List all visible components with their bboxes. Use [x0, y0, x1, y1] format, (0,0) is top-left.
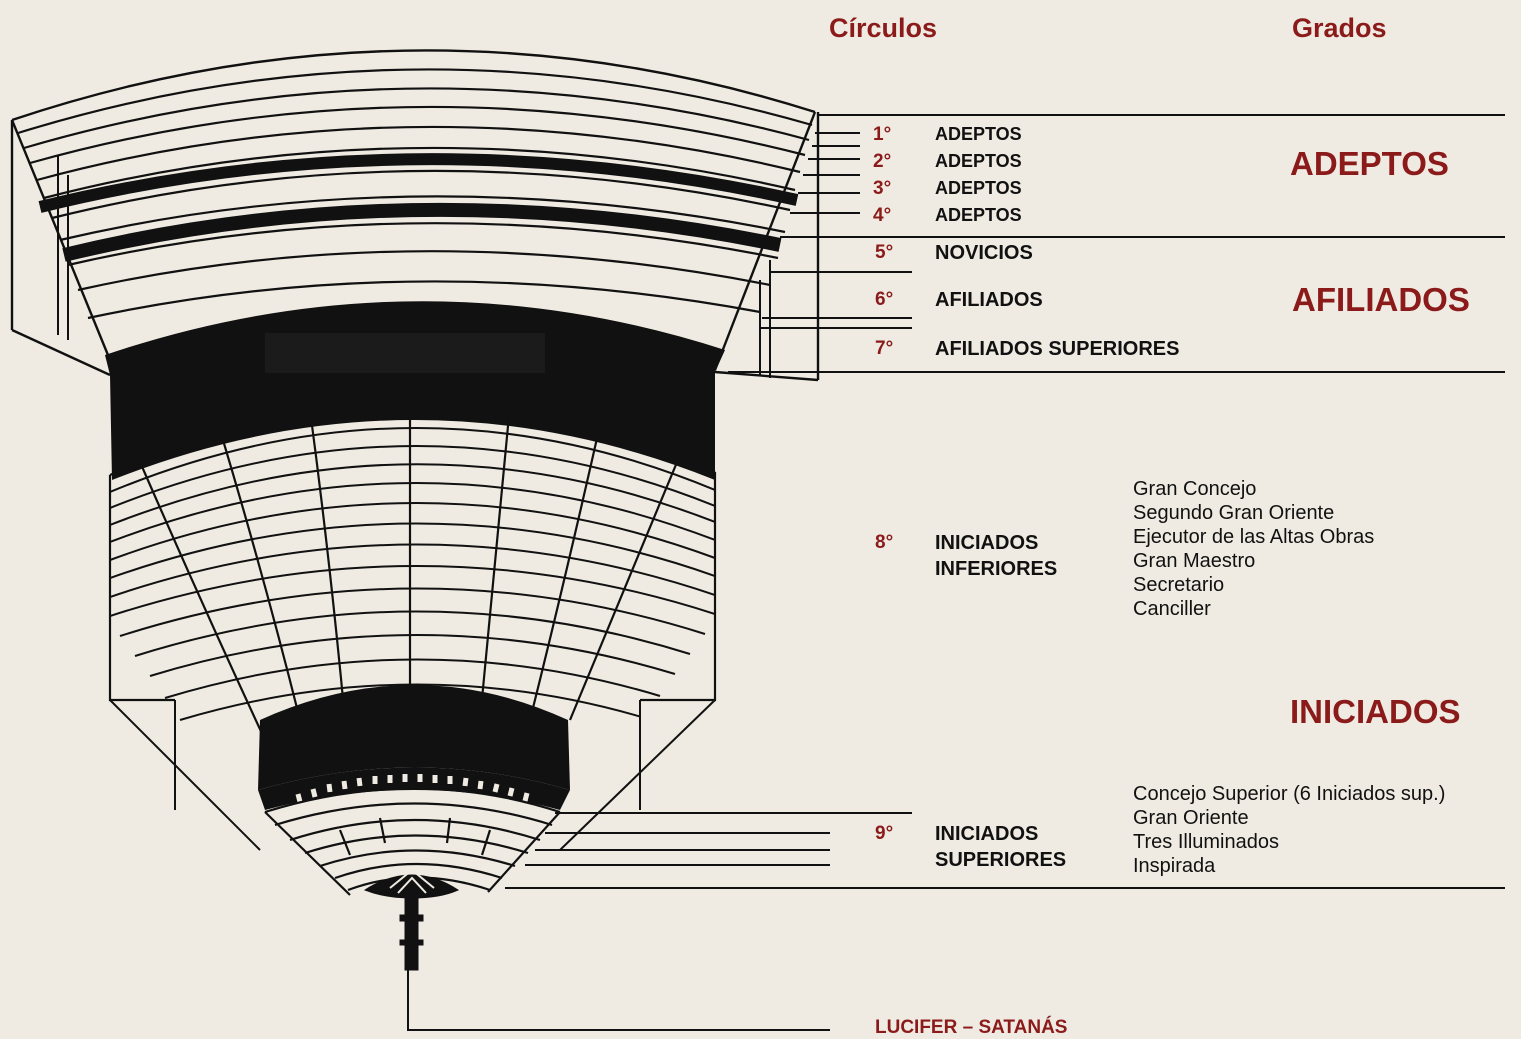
grado-iniciados: INICIADOS — [1290, 693, 1461, 730]
upper-arcs — [17, 68, 813, 320]
circle-number: 7° — [875, 338, 894, 359]
circle-number: 2° — [873, 151, 892, 172]
circle-label: ADEPTOS — [935, 124, 1022, 144]
header-grados: Grados — [1292, 13, 1387, 43]
upper-black-band — [105, 301, 725, 480]
circle-label: ADEPTOS — [935, 178, 1022, 198]
circle-number: 5° — [875, 242, 894, 263]
circle-number: 9° — [875, 823, 894, 844]
sub-grade: Gran Oriente — [1133, 807, 1249, 829]
circle-number: 6° — [875, 289, 894, 310]
circle-number: 3° — [873, 178, 892, 199]
circle-label: ADEPTOS — [935, 205, 1022, 225]
upper-dark-bands — [38, 153, 799, 262]
sub-grade: Concejo Superior (6 Iniciados sup.) — [1133, 783, 1446, 805]
circle-label: SUPERIORES — [935, 849, 1067, 871]
circle-label: INICIADOS — [935, 532, 1039, 554]
lower-black-band — [258, 685, 570, 790]
circle-label: AFILIADOS — [935, 289, 1043, 311]
circle-label: NOVICIOS — [935, 242, 1033, 264]
circle-label: ADEPTOS — [935, 151, 1022, 171]
sub-grade: Inspirada — [1133, 855, 1216, 877]
circle-label: INFERIORES — [935, 558, 1058, 580]
lucifer-label: LUCIFER – SATANÁS — [875, 1017, 1068, 1038]
lower-cone — [264, 787, 561, 896]
brick-radials — [138, 405, 682, 741]
middle-block — [108, 405, 717, 702]
sub-grade: Ejecutor de las Altas Obras — [1133, 526, 1375, 548]
lucifer-emblem-icon — [363, 868, 460, 971]
sub-grade: Segundo Gran Oriente — [1133, 502, 1335, 524]
circle-label: INICIADOS — [935, 823, 1039, 845]
circle-number: 4° — [873, 205, 892, 226]
header-circulos: Círculos — [829, 13, 938, 43]
circle-number: 1° — [873, 124, 892, 145]
grado-adeptos: ADEPTOS — [1290, 145, 1449, 182]
circle-number: 8° — [875, 532, 894, 553]
circle-label: AFILIADOS SUPERIORES — [935, 338, 1180, 360]
sub-grade: Tres Illuminados — [1133, 831, 1279, 853]
sub-grade: Gran Concejo — [1133, 478, 1257, 500]
connector-lines — [407, 114, 1505, 1031]
grado-afiliados: AFILIADOS — [1292, 281, 1470, 318]
sub-grade: Canciller — [1133, 598, 1211, 620]
sub-grade: Gran Maestro — [1133, 550, 1256, 572]
brick-arcs — [110, 427, 715, 721]
tooth-row — [295, 774, 530, 803]
sub-grade: Secretario — [1133, 574, 1225, 596]
